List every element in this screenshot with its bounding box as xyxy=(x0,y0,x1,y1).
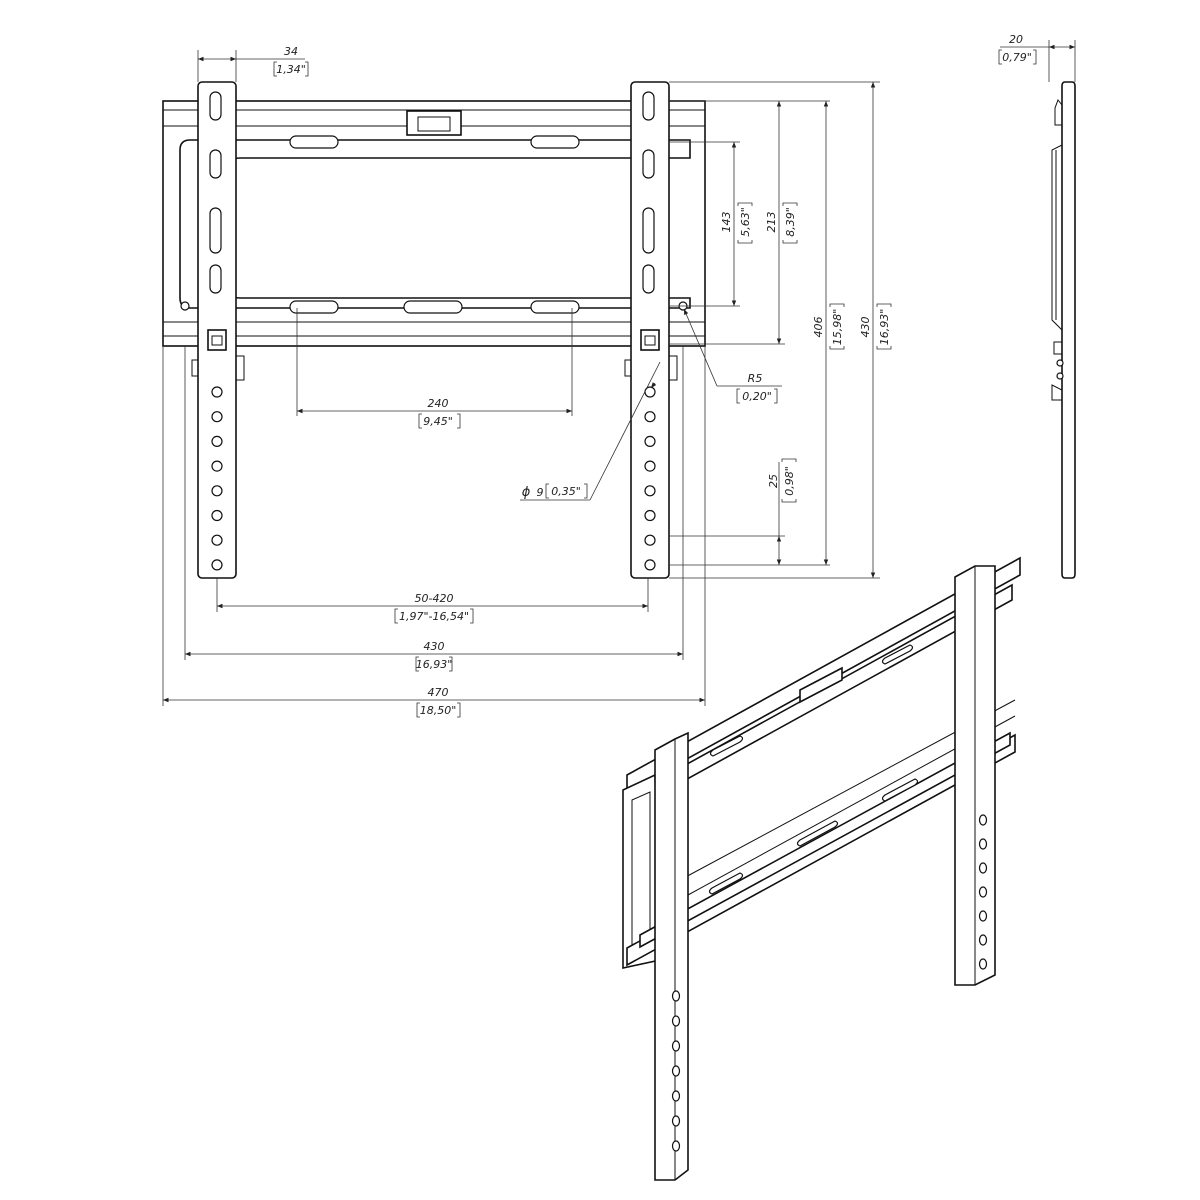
dim-470-mm: 470 xyxy=(428,686,449,699)
arm-hole xyxy=(211,435,223,447)
dim-25-in: 0,98" xyxy=(783,466,796,496)
iso-left-arm xyxy=(654,731,689,1181)
dim-406-in: 15,98" xyxy=(831,309,844,346)
dim-9-in: 0,35" xyxy=(551,485,581,498)
arm-hole xyxy=(211,460,223,472)
iso-arm-hole xyxy=(978,910,988,922)
dim-143-mm: 143 xyxy=(720,212,733,233)
arm-hole xyxy=(644,435,656,447)
iso-right-arm-holes xyxy=(978,814,988,970)
left-arm-slots xyxy=(207,91,227,351)
arm-hole xyxy=(644,509,656,522)
arm-hole xyxy=(644,559,656,571)
iso-arm-hole xyxy=(671,1065,681,1077)
arm-hole xyxy=(644,460,656,472)
iso-arm-hole xyxy=(671,1015,681,1027)
wall-slot xyxy=(530,135,580,149)
dim-vesa-in: 1,97"-16,54" xyxy=(399,610,469,623)
right-arm-holes xyxy=(644,386,656,571)
dim-34-mm: 34 xyxy=(284,45,298,58)
dim-20-in: 0,79" xyxy=(1002,51,1032,64)
iso-arm-hole xyxy=(978,814,988,826)
right-arm-slots xyxy=(640,91,660,351)
iso-arm-hole xyxy=(978,862,988,874)
dim-470-in: 18,50" xyxy=(420,704,457,717)
dim-430h-mm: 430 xyxy=(859,317,872,338)
wall-slot xyxy=(289,300,339,314)
iso-arm-hole xyxy=(978,934,988,946)
isometric-view xyxy=(622,556,1021,1181)
iso-arm-hole xyxy=(978,958,988,970)
wall-slot xyxy=(530,300,580,314)
dim-20-mm: 20 xyxy=(1009,33,1023,46)
dim-25-mm: 25 xyxy=(767,474,780,488)
iso-arm-hole xyxy=(671,1090,681,1102)
arm-hole xyxy=(211,411,223,423)
arm-hole xyxy=(211,485,223,497)
front-dimensions: 34 1,34" 240 9,45" 50-420 1,97"-16,54" 4… xyxy=(162,45,892,718)
iso-arm-hole xyxy=(671,1140,681,1152)
iso-arm-hole xyxy=(978,886,988,898)
iso-arm-hole xyxy=(671,1040,681,1052)
dim-430h-in: 16,93" xyxy=(878,309,891,346)
front-view xyxy=(162,81,706,579)
iso-plate-slots xyxy=(708,644,919,895)
dim-430w-mm: 430 xyxy=(424,640,445,653)
arm-hole xyxy=(211,534,223,546)
dim-240-in: 9,45" xyxy=(423,415,453,428)
arm-hole xyxy=(644,485,656,497)
dim-430w-in: 16,93" xyxy=(416,658,453,671)
wall-slot xyxy=(403,300,463,314)
diameter-symbol: ϕ xyxy=(522,485,531,500)
arm-hole xyxy=(211,509,223,522)
dim-vesa-mm: 50-420 xyxy=(415,592,454,605)
arm-hole xyxy=(644,411,656,423)
arm-hole xyxy=(211,386,223,398)
dim-213-in: 8,39" xyxy=(784,207,797,237)
iso-arm-hole xyxy=(978,838,988,850)
arm-hole xyxy=(644,534,656,546)
dim-213-mm: 213 xyxy=(765,212,778,233)
side-view: 20 0,79" xyxy=(998,33,1076,579)
iso-arm-hole xyxy=(671,990,681,1002)
dim-406-mm: 406 xyxy=(812,317,825,338)
dim-143-in: 5,63" xyxy=(739,207,752,237)
arm-hole xyxy=(211,559,223,571)
iso-arm-hole xyxy=(671,1115,681,1127)
dim-r5-mm: R5 xyxy=(748,372,763,385)
wall-plate xyxy=(162,100,706,347)
dim-240-mm: 240 xyxy=(428,397,449,410)
dim-9-mm: 9 xyxy=(537,486,544,499)
dim-r5-in: 0,20" xyxy=(742,390,772,403)
dim-34-in: 1,34" xyxy=(276,63,306,76)
wall-slot xyxy=(289,135,339,149)
iso-left-arm-holes xyxy=(671,990,681,1152)
left-arm-holes xyxy=(211,386,223,571)
